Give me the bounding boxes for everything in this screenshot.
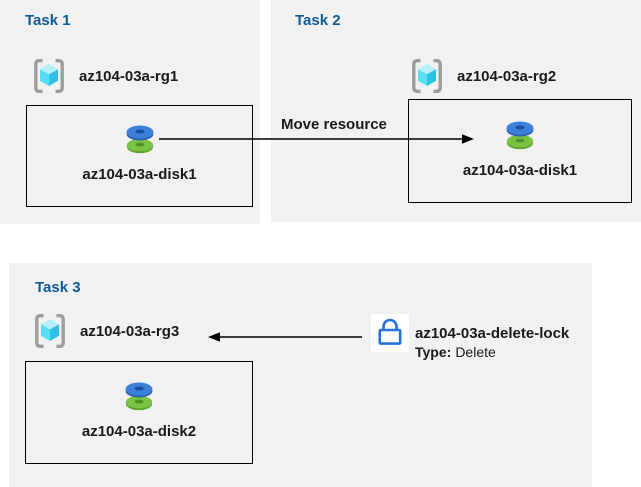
task3-resource-group: az104-03a-rg3 bbox=[30, 311, 179, 351]
resource-group-icon bbox=[407, 56, 447, 96]
disk-icon bbox=[119, 118, 161, 160]
task3-panel: Task 3 az104-03a-rg3 az104-03a-dis bbox=[9, 263, 592, 487]
task1-title: Task 1 bbox=[25, 12, 71, 29]
task3-resource-label: az104-03a-disk2 bbox=[81, 423, 197, 440]
task2-resource-label: az104-03a-disk1 bbox=[462, 162, 578, 179]
task2-title: Task 2 bbox=[295, 12, 341, 29]
disk-icon bbox=[118, 375, 160, 417]
task1-panel: Task 1 az104-03a-rg1 az104-03a-dis bbox=[0, 0, 260, 224]
lock-name: az104-03a-delete-lock bbox=[415, 325, 570, 342]
task2-resource-box: az104-03a-disk1 bbox=[408, 99, 632, 203]
task3-title: Task 3 bbox=[35, 279, 81, 296]
task1-resource-label: az104-03a-disk1 bbox=[82, 166, 197, 183]
disk-icon bbox=[499, 114, 541, 156]
resource-group-icon bbox=[30, 311, 70, 351]
task2-resource-group: az104-03a-rg2 bbox=[407, 56, 556, 96]
lock-type-value: Delete bbox=[455, 344, 496, 360]
task1-resource-group: az104-03a-rg1 bbox=[29, 56, 178, 96]
resource-group-icon bbox=[29, 56, 69, 96]
lock-annotation: az104-03a-delete-lock Type:Delete bbox=[415, 324, 569, 362]
task3-resource-box: az104-03a-disk2 bbox=[25, 361, 253, 464]
task1-resource-group-label: az104-03a-rg1 bbox=[79, 67, 179, 85]
task1-resource-box: az104-03a-disk1 bbox=[26, 105, 253, 207]
task3-resource-group-label: az104-03a-rg3 bbox=[80, 322, 180, 340]
task2-resource-group-label: az104-03a-rg2 bbox=[457, 67, 557, 85]
lock-icon bbox=[371, 314, 409, 352]
task2-panel: Task 2 az104-03a-rg2 az104-03a-dis bbox=[271, 0, 641, 222]
lock-type: Type:Delete bbox=[415, 343, 569, 362]
move-resource-label: Move resource bbox=[281, 116, 387, 133]
lock-type-label: Type: bbox=[415, 344, 452, 360]
